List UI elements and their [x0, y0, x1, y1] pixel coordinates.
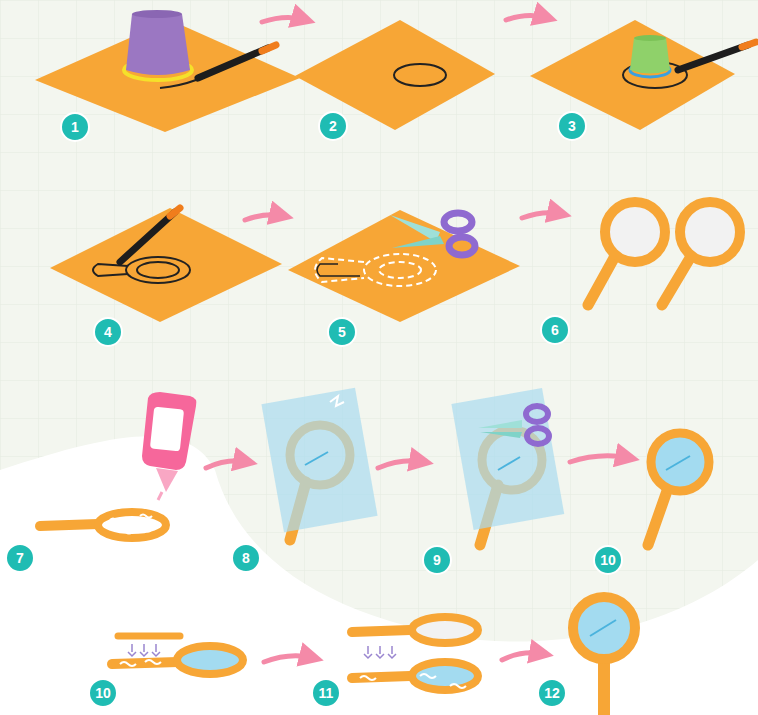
step-arrows [206, 15, 630, 662]
step-10-art [648, 433, 709, 545]
step-number-circle: 11 [311, 678, 341, 708]
step-12-art [573, 597, 635, 715]
step-number: 5 [338, 325, 346, 339]
step-number-circle: 10 [88, 678, 118, 708]
step-number: 2 [329, 119, 337, 133]
step-number-circle: 5 [327, 317, 357, 347]
step-number-circle: 8 [231, 543, 261, 573]
step-number-circle: 9 [422, 545, 452, 575]
step-number-circle: 10 [593, 545, 623, 575]
step-number-circle: 12 [537, 678, 567, 708]
step-6-art [588, 202, 740, 305]
step-5-art [288, 210, 520, 322]
step-number: 9 [433, 553, 441, 567]
step-number-circle: 3 [557, 111, 587, 141]
background-wave [0, 436, 758, 715]
step-number: 10 [95, 686, 111, 700]
step-4-art [50, 208, 282, 322]
step-number-circle: 6 [540, 315, 570, 345]
step-number: 7 [16, 551, 24, 565]
step-7-art [40, 392, 196, 538]
step-number: 1 [71, 120, 79, 134]
step-10b-art [112, 636, 243, 674]
step-number: 3 [568, 119, 576, 133]
step-8-art [261, 388, 377, 540]
step-number: 6 [551, 323, 559, 337]
step-number-circle: 4 [93, 317, 123, 347]
step-number: 10 [600, 553, 616, 567]
step-number-circle: 2 [318, 111, 348, 141]
step-number-circle: 1 [60, 112, 90, 142]
step-number-circle: 7 [5, 543, 35, 573]
step-11-art [352, 617, 478, 690]
step-number: 8 [242, 551, 250, 565]
step-number: 11 [319, 686, 334, 700]
step-9-art [451, 388, 564, 545]
step-number: 4 [104, 325, 112, 339]
step-number: 12 [544, 686, 560, 700]
